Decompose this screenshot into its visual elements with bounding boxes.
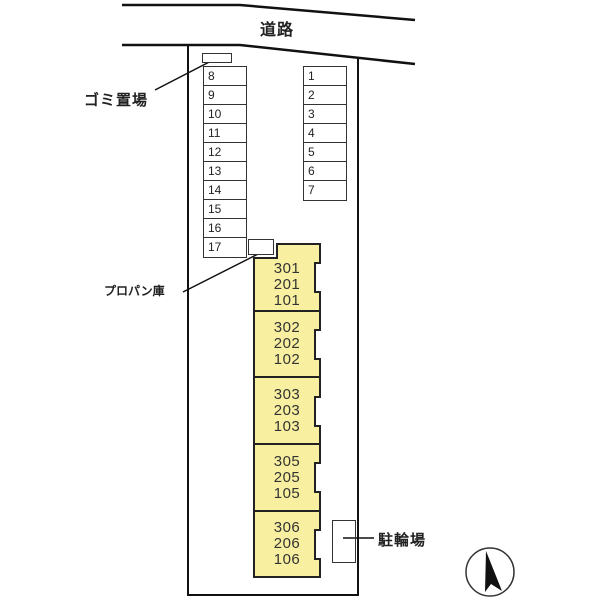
propane-storage [248,239,274,255]
room-number: 105 [273,484,301,502]
room-number: 302 [273,319,301,336]
parking-slot: 4 [304,124,346,143]
building-unit: 306 206 106 [254,511,320,577]
road-bottom-edge [122,43,416,66]
room-number: 202 [273,335,301,352]
room-number: 303 [273,385,301,403]
building-unit: 305 205 105 [254,444,320,511]
room-number: 305 [273,452,301,470]
road-top-edge [122,3,416,22]
garbage-area [202,53,232,63]
parking-slot: 15 [204,200,246,219]
room-number: 306 [273,519,301,536]
room-number: 205 [273,468,301,486]
building-unit: 301 201 101 [254,258,320,311]
parking-slot: 13 [204,162,246,181]
north-arrow-icon [465,547,515,597]
bicycle-parking [332,520,356,563]
parking-slot: 6 [304,162,346,181]
room-number: 103 [273,417,301,435]
room-number: 201 [273,275,301,293]
road-label: 道路 [260,20,295,39]
room-number: 203 [273,401,301,419]
room-number: 106 [273,551,301,568]
building-unit: 303 203 103 [254,377,320,444]
lot-boundary [187,46,359,596]
bicycle-parking-label: 駐輪場 [378,531,427,549]
room-number: 206 [273,535,301,552]
parking-column-right: 1 2 3 4 5 6 7 [303,66,347,201]
parking-column-left: 8 9 10 11 12 13 14 15 16 17 [203,66,247,258]
building-unit: 302 202 102 [254,311,320,377]
parking-slot: 14 [204,181,246,200]
propane-leader-line [182,251,263,293]
room-number: 301 [273,259,301,277]
parking-slot: 17 [208,240,222,254]
parking-slot: 5 [304,143,346,162]
propane-storage-label: プロパン庫 [104,284,165,298]
parking-slot: 16 [204,219,246,238]
parking-slot: 12 [204,143,246,162]
parking-slot: 2 [304,86,346,105]
parking-slot: 7 [308,183,315,197]
room-number: 101 [273,291,301,309]
parking-slot: 3 [304,105,346,124]
room-number: 102 [273,351,301,368]
parking-slot: 9 [204,86,246,105]
apartment-building [253,243,321,578]
garbage-area-label: ゴミ置場 [84,91,149,109]
parking-slot: 10 [204,105,246,124]
parking-slot: 1 [304,67,346,86]
garbage-leader-line [154,57,218,91]
parking-slot: 8 [204,67,246,86]
parking-slot: 11 [204,124,246,143]
